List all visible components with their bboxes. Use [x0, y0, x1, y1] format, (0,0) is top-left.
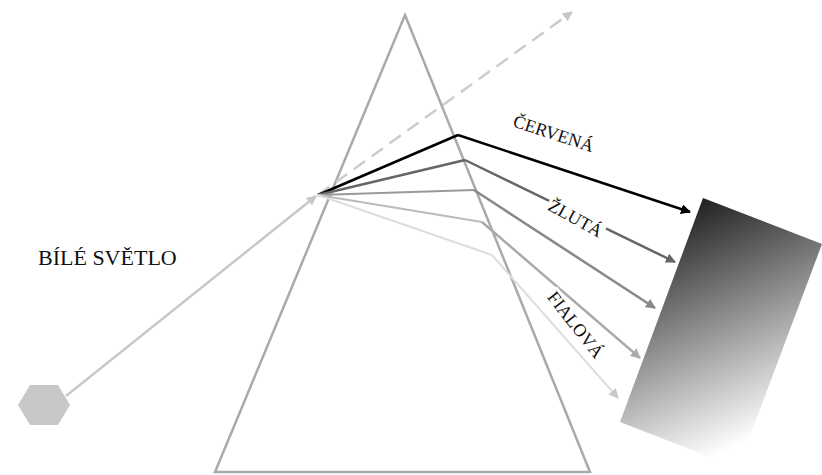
light-label: BÍLÉ SVĚTLO — [36, 247, 179, 269]
inner-ray — [318, 195, 482, 222]
color-label: ŽLUTÁ — [544, 195, 608, 241]
yellow-ray — [465, 160, 675, 262]
inner-ray — [318, 135, 458, 195]
color-label: ČERVENÁ — [509, 111, 598, 155]
prism — [215, 15, 590, 472]
ray — [474, 190, 655, 308]
dashed-ray — [318, 12, 572, 195]
inner-ray — [318, 195, 492, 255]
inner-ray — [318, 160, 465, 195]
inner-ray — [318, 190, 474, 195]
ray — [492, 255, 618, 398]
white-ray — [66, 196, 316, 396]
violet-ray — [482, 222, 640, 358]
screen — [620, 198, 822, 468]
light-source — [18, 385, 70, 425]
